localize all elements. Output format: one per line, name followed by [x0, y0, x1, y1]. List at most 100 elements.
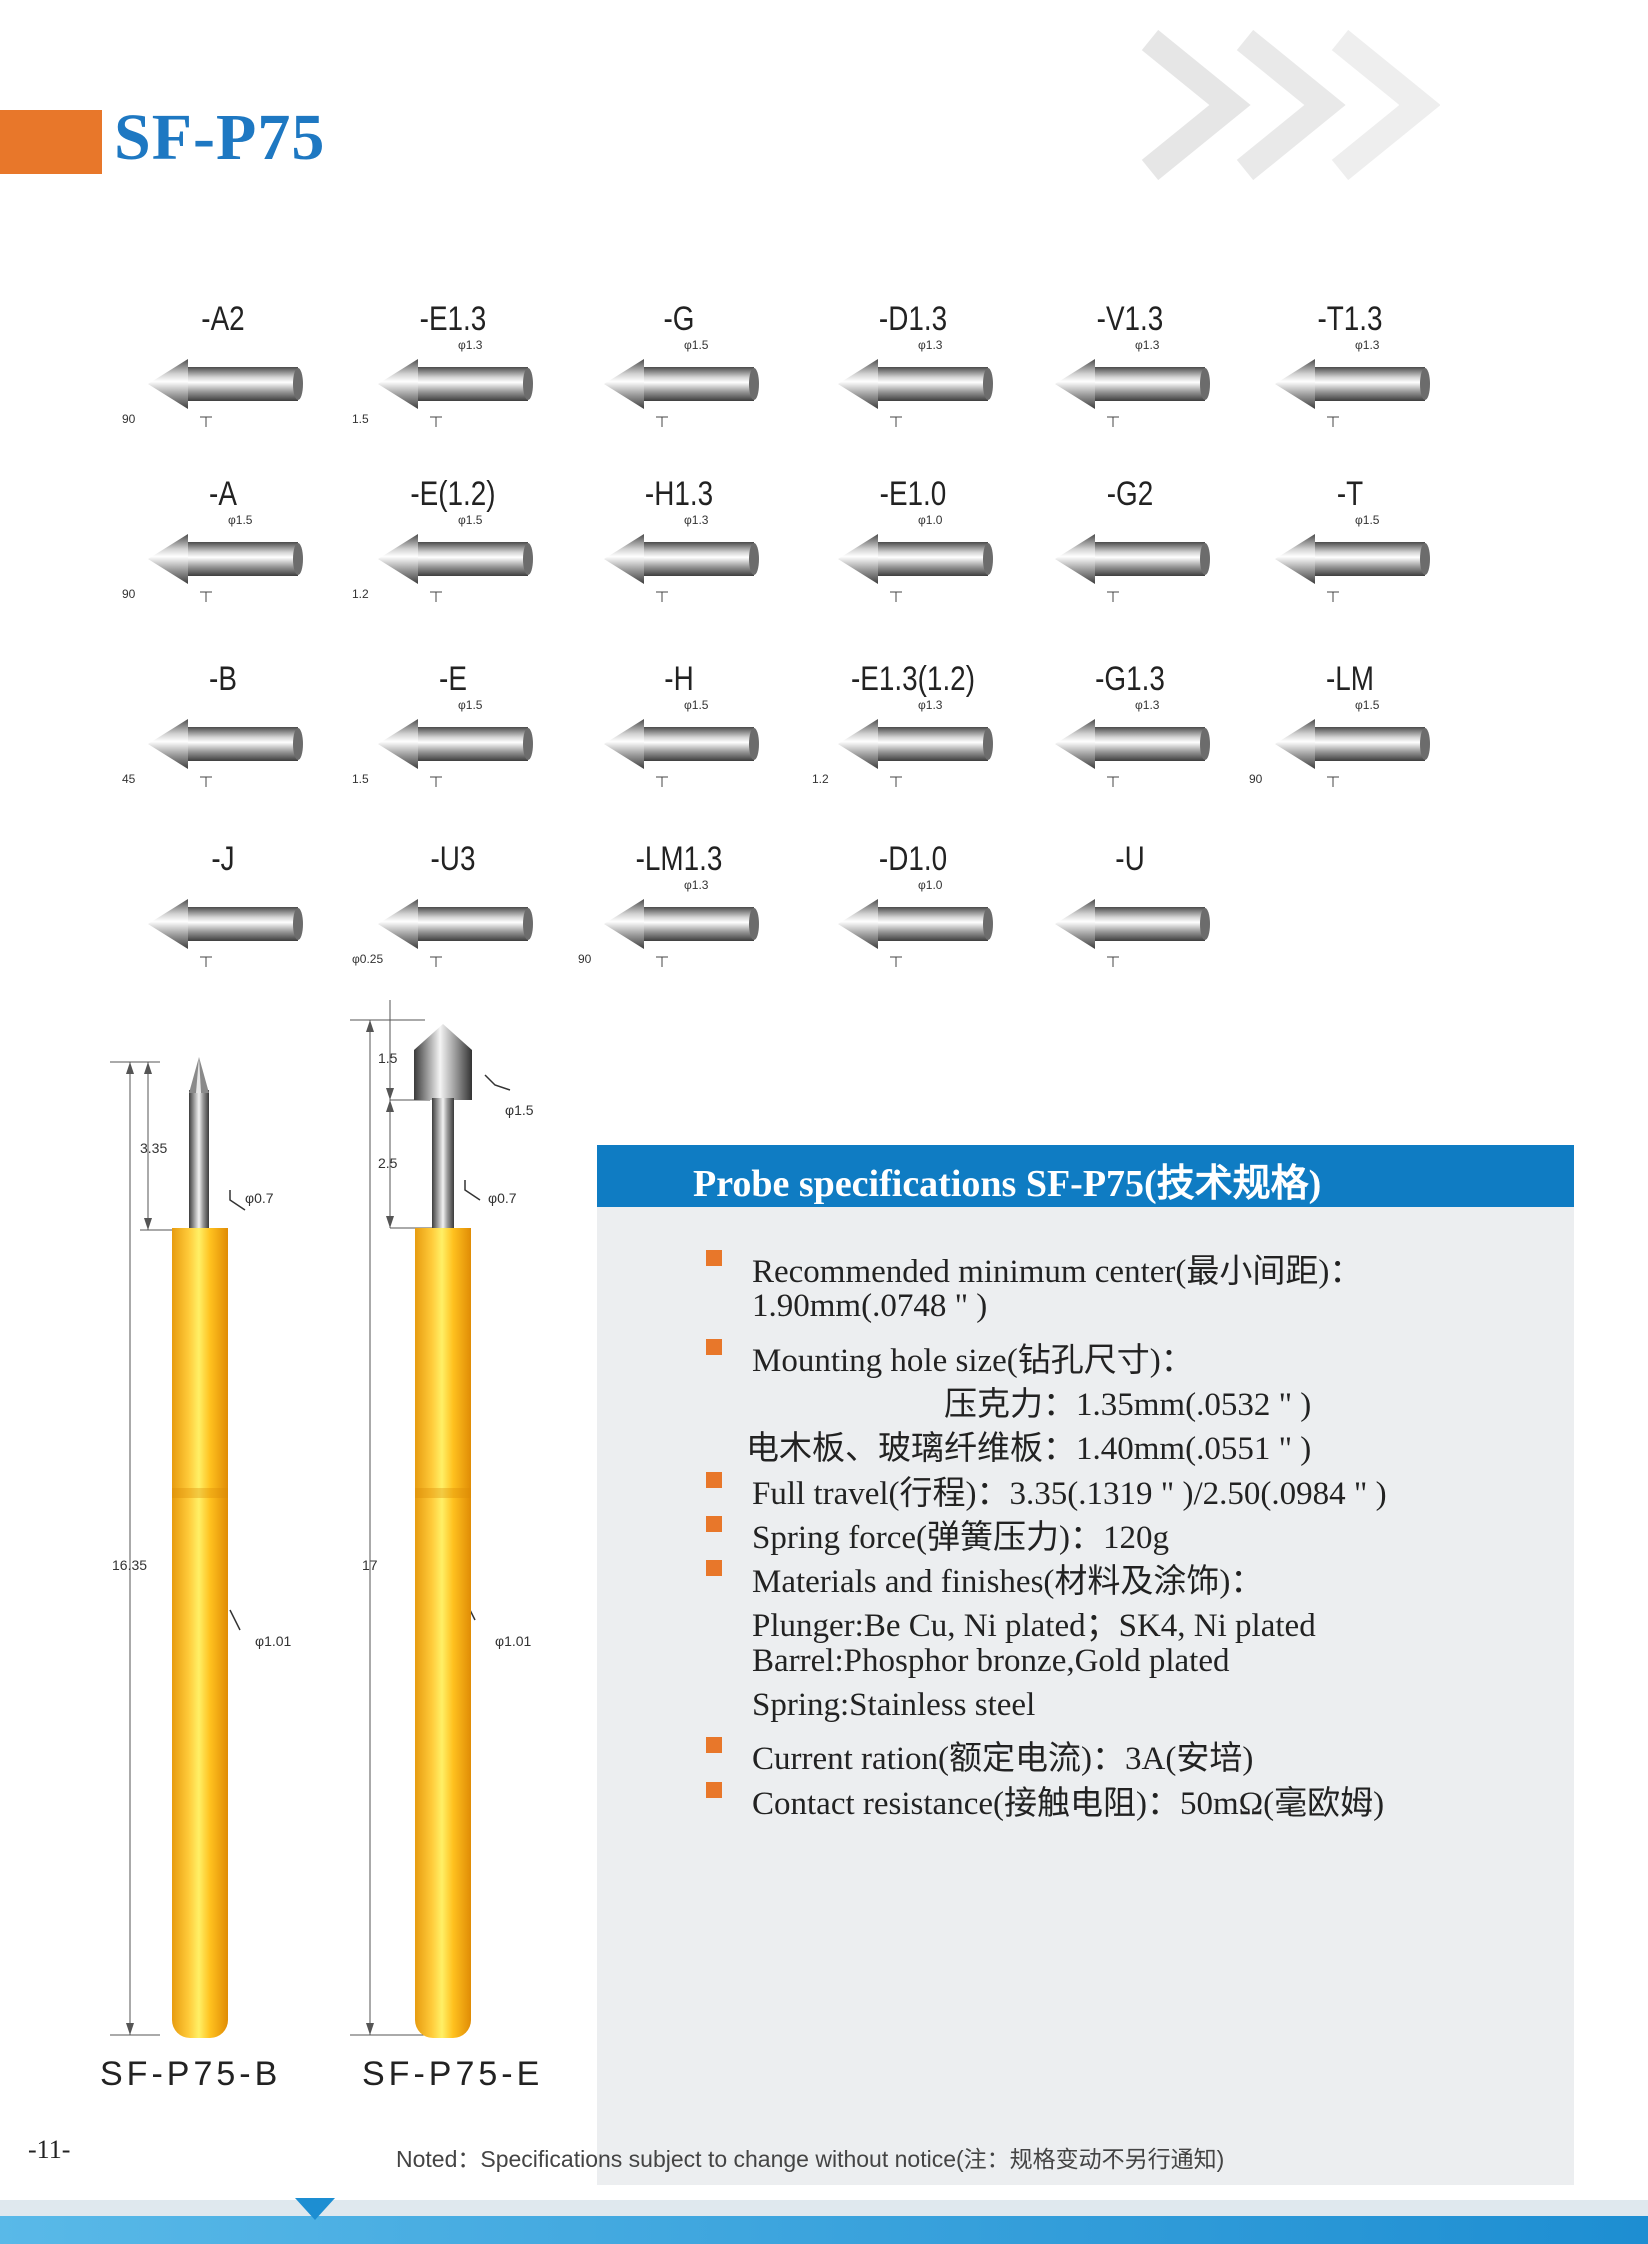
tip-shape-icon: [378, 719, 533, 787]
tip-label: -H: [664, 660, 694, 698]
tip-diameter: φ1.3: [1135, 338, 1160, 352]
tip-secondary-dim: 1.2: [352, 587, 369, 601]
tip-item: -E1.3(1.2)φ1.3 1.2: [812, 660, 1008, 830]
probe-b-tip: [189, 1057, 209, 1093]
tip-diameter: φ1.5: [1355, 513, 1380, 527]
specs-title: Probe specifications SF-P75(技术规格): [693, 1163, 1322, 1205]
probe-e-model: SF-P75-E: [362, 2055, 544, 2093]
footer-notch-icon: [295, 2198, 335, 2220]
tip-diameter: φ1.3: [684, 878, 709, 892]
probe-e-head-diameter: φ1.5: [505, 1102, 534, 1118]
tip-secondary-dim: 90: [122, 587, 136, 601]
page-number: -11-: [28, 2135, 71, 2164]
tip-label: -B: [209, 660, 237, 698]
tip-shape-icon: [1055, 899, 1210, 967]
tip-diameter: φ1.3: [918, 338, 943, 352]
spec-line: Plunger:Be Cu, Ni plated；SK4, Ni plated: [752, 1608, 1316, 1645]
tip-shape-icon: [1055, 719, 1210, 787]
tip-label: -V1.3: [1096, 300, 1164, 338]
tip-shape-icon: [1275, 359, 1430, 427]
spec-bullet-icon: [706, 1471, 722, 1488]
tip-diameter: φ1.5: [458, 513, 483, 527]
probe-e-neck-length: 2.5: [378, 1155, 398, 1171]
spec-bullet-icon: [706, 1338, 722, 1355]
spec-line: Spring force(弹簧压力)：120g: [752, 1519, 1170, 1556]
tip-shape-icon: [838, 359, 993, 427]
tip-label: -A: [209, 475, 237, 513]
tip-shape-icon: [604, 899, 759, 967]
tip-diameter: φ1.3: [1355, 338, 1380, 352]
tip-label: -G: [663, 300, 695, 338]
tip-label: -E1.3(1.2): [851, 660, 975, 698]
spec-line: Current ration(额定电流)：3A(安培): [752, 1741, 1254, 1778]
tip-label: -T: [1336, 475, 1364, 513]
footer-band-light: [0, 2200, 1648, 2216]
spec-bullet-icon: [706, 1781, 722, 1798]
probe-b-crimp: [172, 1488, 228, 1498]
tip-label: -G1.3: [1095, 660, 1165, 698]
tip-diameter: φ1.5: [228, 513, 253, 527]
tip-shape-icon: [148, 534, 303, 602]
tip-secondary-dim: 1.5: [352, 412, 369, 426]
tip-shape-icon: [838, 534, 993, 602]
tip-diameter: φ1.3: [1135, 698, 1160, 712]
tip-diameter: φ1.5: [684, 698, 709, 712]
spec-line: Contact resistance(接触电阻)：50mΩ(毫欧姆): [752, 1785, 1385, 1822]
page-title: SF-P75: [114, 101, 326, 174]
tip-shape-icon: [378, 359, 533, 427]
tip-label: -T1.3: [1317, 300, 1383, 338]
tip-secondary-dim: φ0.25: [352, 952, 384, 966]
tip-secondary-dim: 1.5: [352, 772, 369, 786]
tip-shape-icon: [1055, 359, 1210, 427]
tip-label: -D1.3: [878, 300, 948, 338]
probe-b-plunger: [189, 1090, 209, 1230]
tip-diameter: φ1.5: [684, 338, 709, 352]
probe-e-total-length: 17: [362, 1557, 378, 1573]
tip-shape-icon: [604, 719, 759, 787]
tip-shape-icon: [148, 359, 303, 427]
tip-item: -J: [128, 840, 318, 1010]
probe-b-barrel: [172, 1228, 228, 2038]
probe-e-head-length: 1.5: [378, 1050, 398, 1066]
tip-shape-icon: [604, 359, 759, 427]
spec-line: Recommended minimum center(最小间距)：: [752, 1254, 1363, 1290]
probe-b-barrel-diameter: φ1.01: [255, 1633, 292, 1649]
spec-line: 压克力：1.35mm(.0532 " ): [944, 1386, 1312, 1423]
spec-line: Barrel:Phosphor bronze,Gold plated: [752, 1642, 1230, 1679]
spec-bullet-icon: [706, 1560, 722, 1577]
tip-shape-icon: [148, 899, 303, 967]
tip-label: -H1.3: [644, 475, 714, 513]
tip-shape-icon: [838, 899, 993, 967]
tip-diameter: φ1.3: [918, 698, 943, 712]
footer-note: Noted：Specifications subject to change w…: [396, 2146, 1225, 2172]
tip-secondary-dim: 90: [578, 952, 592, 966]
footer-band: [0, 2216, 1648, 2244]
probe-b-model: SF-P75-B: [100, 2055, 282, 2093]
tip-diameter: φ1.0: [918, 878, 943, 892]
tip-item: -G2: [1035, 475, 1225, 645]
spec-line: Materials and finishes(材料及涂饰)：: [752, 1564, 1264, 1601]
tip-diameter: φ1.3: [458, 338, 483, 352]
probe-e-barrel: [415, 1228, 471, 2038]
spec-line: 电木板、玻璃纤维板：1.40mm(.0551 " ): [746, 1431, 1312, 1468]
tip-secondary-dim: 90: [1249, 772, 1263, 786]
spec-line: 1.90mm(.0748 " ): [752, 1288, 988, 1325]
chevron-decoration-icon: [1141, 30, 1440, 180]
specs-panel: [597, 1145, 1574, 2185]
tip-secondary-dim: 1.2: [812, 772, 829, 786]
probe-e-barrel-diameter: φ1.01: [495, 1633, 532, 1649]
tip-shape-icon: [1055, 534, 1210, 602]
